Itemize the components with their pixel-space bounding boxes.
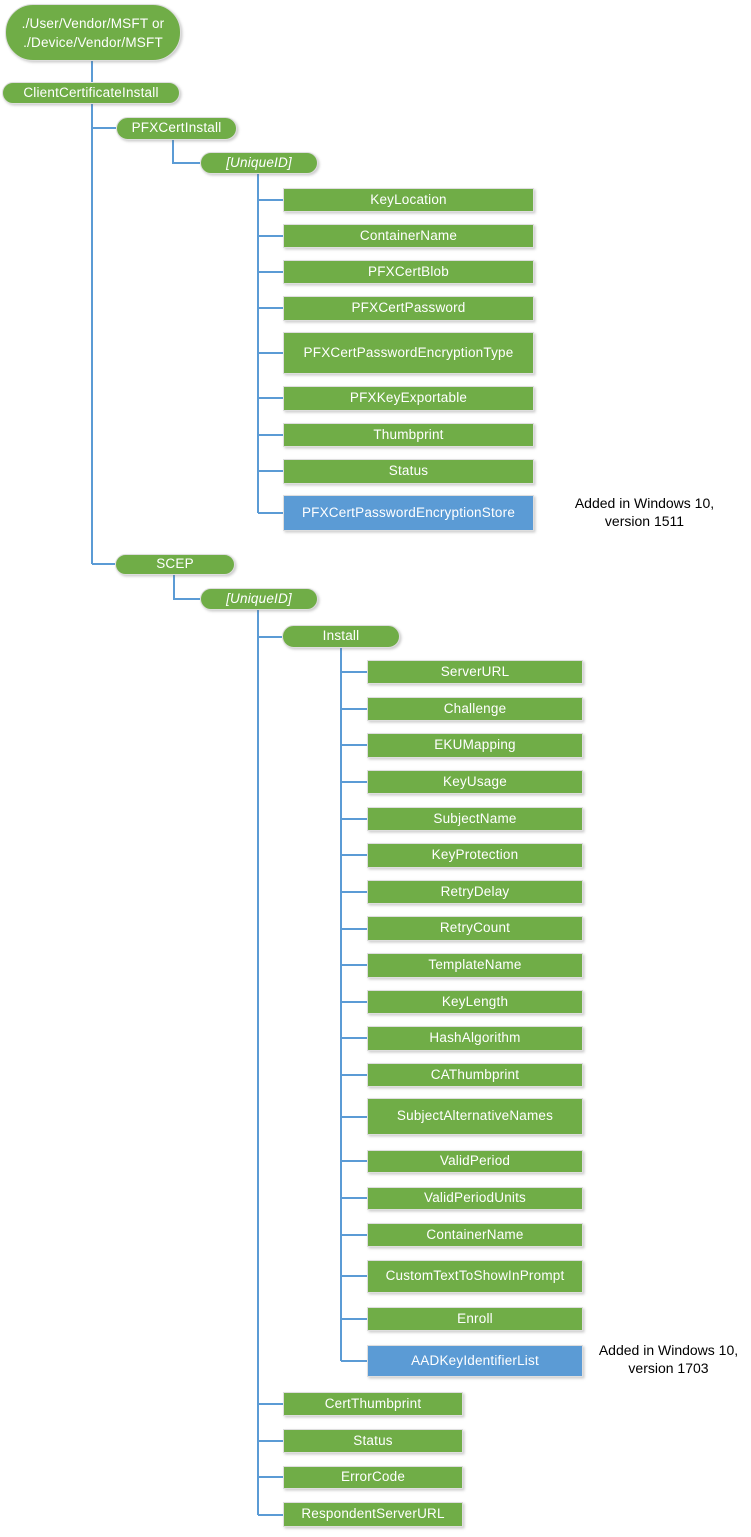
node-keyprotection: KeyProtection (367, 843, 583, 868)
connector-scep-to-uniqueid (173, 575, 200, 600)
node-retrydelay: RetryDelay (367, 880, 583, 904)
annotation-version-1511: Added in Windows 10, version 1511 (538, 494, 751, 530)
annotation-1703-line-2: version 1703 (628, 1360, 709, 1376)
node-ekumapping: EKUMapping (367, 733, 583, 758)
node-serverurl: ServerURL (367, 660, 583, 684)
node-keylocation: KeyLocation (283, 188, 534, 212)
node-hashalgorithm: HashAlgorithm (367, 1026, 583, 1051)
node-uniqueid-scep: [UniqueID] (200, 588, 318, 610)
node-containername-pfx: ContainerName (283, 224, 534, 248)
annotation-version-1703: Added in Windows 10, version 1703 (586, 1341, 751, 1377)
root-line-2: ./Device/Vendor/MSFT (23, 34, 163, 50)
annotation-1511-line-2: version 1511 (604, 513, 685, 529)
connector-install-children-stubs (341, 671, 367, 1362)
node-errorcode: ErrorCode (283, 1466, 463, 1489)
node-pfxcertblob: PFXCertBlob (283, 260, 534, 284)
node-install: Install (282, 625, 400, 648)
node-certthumbprint: CertThumbprint (283, 1392, 463, 1416)
node-validperiodunits: ValidPeriodUnits (367, 1187, 583, 1210)
node-subjectalternativenames: SubjectAlternativeNames (367, 1098, 583, 1135)
root-line-1: ./User/Vendor/MSFT or (21, 15, 165, 31)
node-customtexttoshowinprompt: CustomTextToShowInPrompt (367, 1260, 583, 1293)
node-keylength: KeyLength (367, 990, 583, 1014)
node-status-scep: Status (283, 1429, 463, 1453)
node-aadkeyidentifierlist: AADKeyIdentifierList (367, 1345, 583, 1377)
node-status-pfx: Status (283, 459, 534, 484)
node-scep: SCEP (115, 554, 235, 575)
node-root: ./User/Vendor/MSFT or ./Device/Vendor/MS… (5, 4, 181, 61)
node-cathumbprint: CAThumbprint (367, 1063, 583, 1087)
node-clientcertificateinstall: ClientCertificateInstall (2, 82, 180, 104)
node-validperiod: ValidPeriod (367, 1150, 583, 1173)
node-keyusage: KeyUsage (367, 770, 583, 794)
node-respondentserverurl: RespondentServerURL (283, 1502, 463, 1527)
node-pfxcertpassword: PFXCertPassword (283, 296, 534, 321)
node-subjectname: SubjectName (367, 807, 583, 831)
connector-pfx-to-uniqueid (172, 140, 200, 164)
node-pfxcertinstall: PFXCertInstall (116, 117, 237, 140)
connector-scep-children-stubs (258, 636, 283, 1516)
annotation-1511-line-1: Added in Windows 10, (574, 495, 715, 511)
node-pfxcertpasswordencryptionstore: PFXCertPasswordEncryptionStore (283, 495, 534, 531)
annotation-1703-line-1: Added in Windows 10, (598, 1342, 739, 1358)
node-pfxcertpasswordencryptiontype: PFXCertPasswordEncryptionType (283, 332, 534, 374)
node-pfxkeyexportable: PFXKeyExportable (283, 386, 534, 411)
node-containername-scep: ContainerName (367, 1223, 583, 1247)
node-enroll: Enroll (367, 1307, 583, 1331)
node-challenge: Challenge (367, 697, 583, 721)
node-retrycount: RetryCount (367, 916, 583, 941)
node-thumbprint: Thumbprint (283, 423, 534, 447)
node-uniqueid-pfx: [UniqueID] (200, 152, 318, 174)
node-templatename: TemplateName (367, 953, 583, 978)
connector-pfx-children-stubs (258, 199, 283, 514)
